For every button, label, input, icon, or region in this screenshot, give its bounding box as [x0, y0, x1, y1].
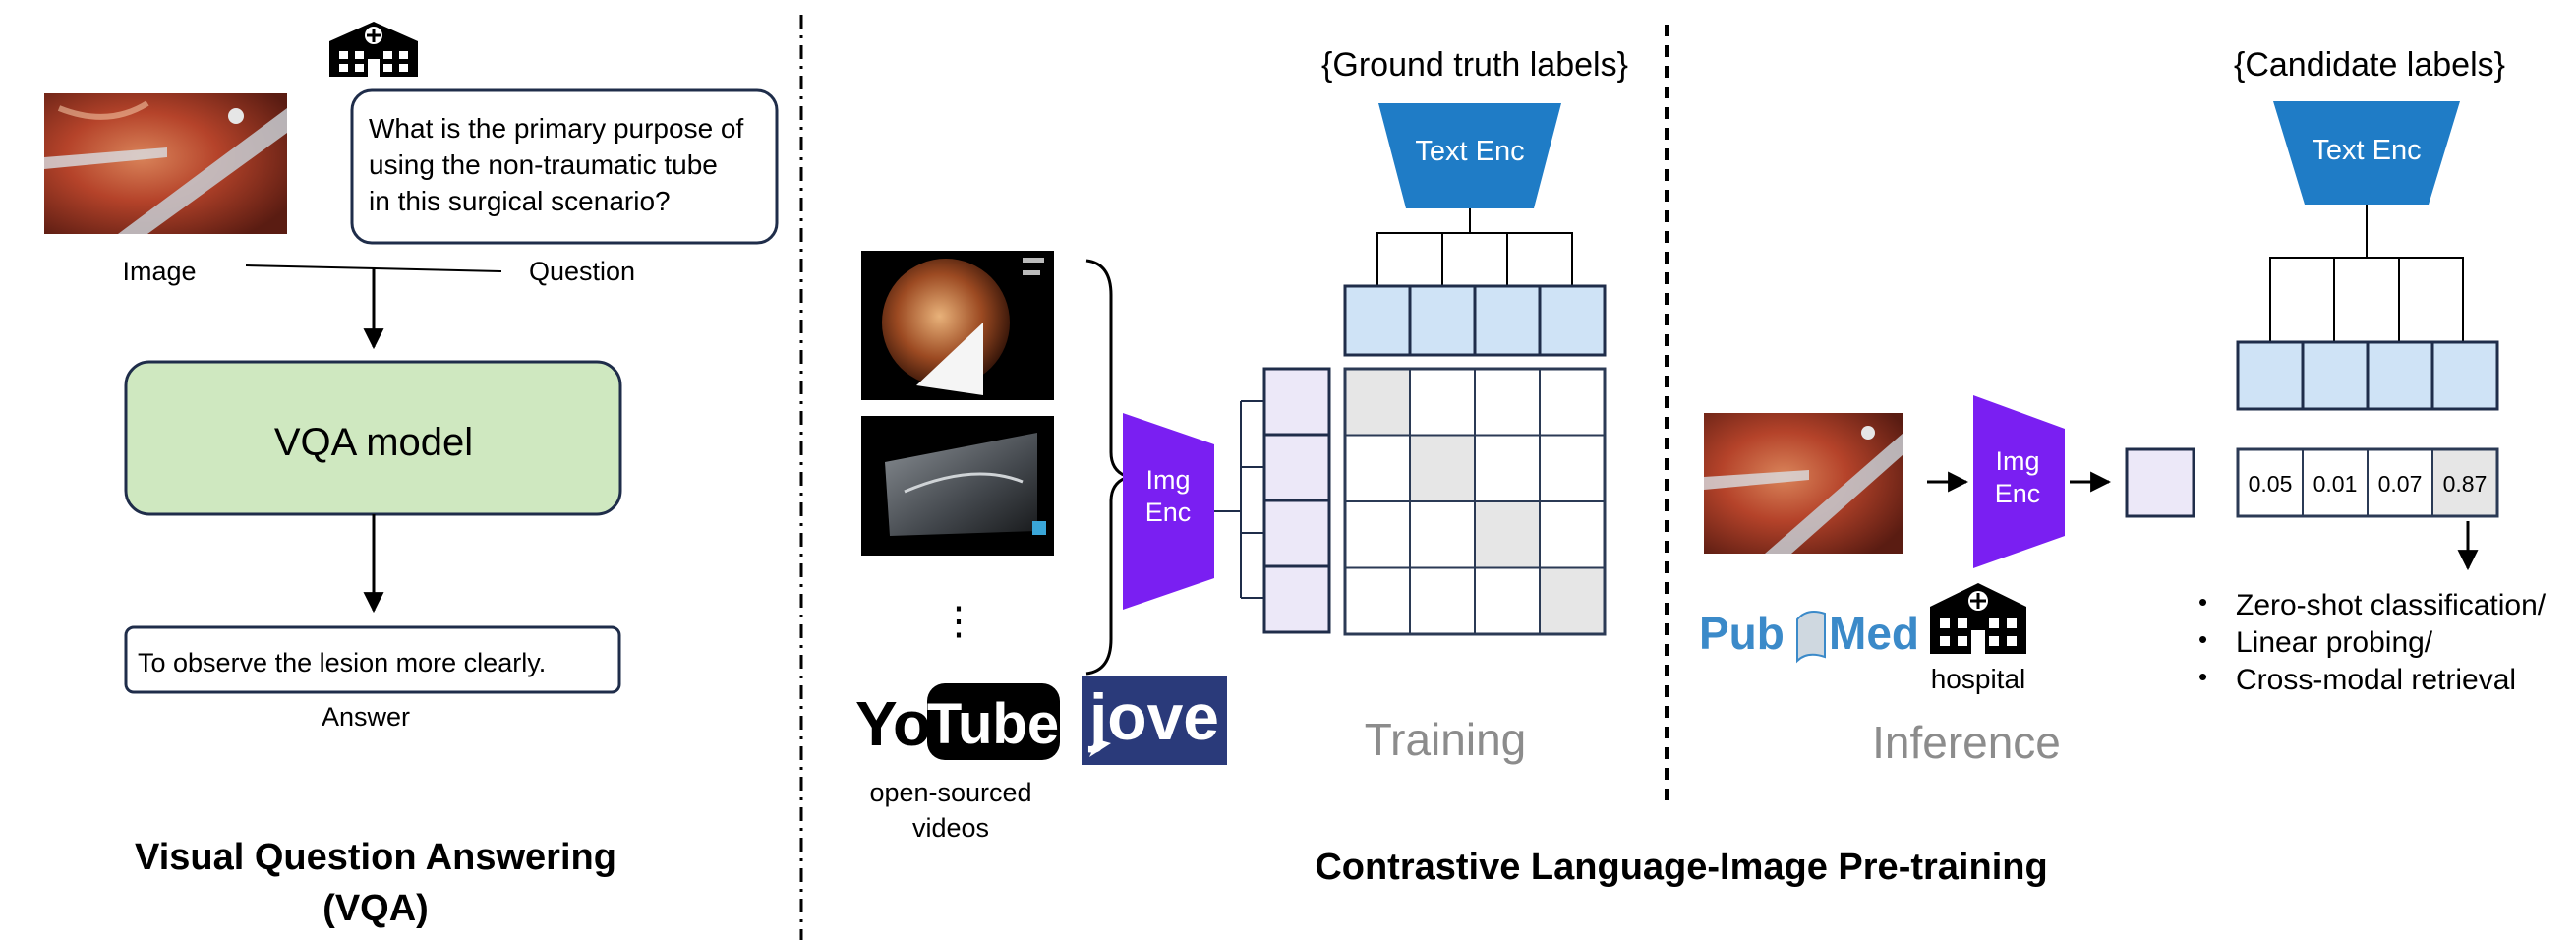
text-tree-inference — [2269, 205, 2464, 343]
endoscopy-frame — [861, 251, 1054, 400]
bullet-2-text: Linear probing/ — [2236, 626, 2433, 659]
text-enc-training-label: Text Enc — [1415, 136, 1524, 167]
youtube-you-text: You — [855, 688, 969, 759]
answer-label: Answer — [322, 702, 410, 732]
inference-label: Inference — [1872, 717, 2061, 768]
jove-text: jove — [1087, 680, 1219, 753]
image-embedding-inference — [2125, 447, 2195, 518]
question-line-2: using the non-traumatic tube — [369, 149, 718, 180]
training-label: Training — [1365, 714, 1526, 765]
frames-ellipsis: ⋮ — [939, 600, 978, 643]
hospital-label: hospital — [1931, 664, 2026, 694]
image-embedding-column-training — [1214, 367, 1331, 634]
videos-label-line-1: open-sourced — [869, 778, 1031, 807]
youtube-logo — [927, 683, 1060, 760]
answer-text: To observe the lesion more clearly. — [138, 648, 546, 677]
jove-logo — [1082, 676, 1227, 765]
answer-box — [124, 625, 621, 694]
surgical-image-inference — [1704, 413, 1903, 554]
clip-title: Contrastive Language-Image Pre-training — [1315, 847, 2047, 888]
candidate-label: {Candidate labels} — [2234, 46, 2505, 84]
pubmed-logo — [1796, 611, 1826, 664]
vqa-model-label: VQA model — [274, 421, 473, 464]
surgical-image — [44, 93, 287, 234]
image-label: Image — [122, 257, 196, 286]
text-tree-training — [1376, 208, 1573, 287]
bullet-3-text: Cross-modal retrieval — [2236, 664, 2516, 696]
question-line-1: What is the primary purpose of — [369, 113, 743, 144]
score-2: 0.01 — [2313, 471, 2358, 497]
youtube-tube-text: Tube — [927, 692, 1059, 756]
text-enc-inference-label: Text Enc — [2312, 135, 2421, 166]
img-enc-training-line-2: Enc — [1145, 498, 1192, 527]
img-enc-inference-line-1: Img — [1995, 446, 2039, 476]
pubmed-pub-text: Pub — [1699, 608, 1785, 659]
similarity-matrix — [1343, 367, 1607, 636]
score-row — [2236, 447, 2499, 518]
videos-label-line-2: videos — [912, 813, 989, 843]
ground-truth-label: {Ground truth labels} — [1321, 46, 1628, 84]
text-enc-inference — [2273, 101, 2460, 205]
text-embedding-row-training — [1343, 284, 1607, 357]
score-4: 0.87 — [2443, 471, 2488, 497]
bullet-2: • — [2198, 624, 2207, 654]
img-enc-training — [1123, 413, 1214, 610]
img-enc-inference — [1973, 395, 2065, 568]
question-box — [350, 88, 779, 245]
score-3: 0.07 — [2378, 471, 2423, 497]
bullet-1-text: Zero-shot classification/ — [2236, 589, 2547, 621]
vqa-title-line-1: Visual Question Answering — [135, 837, 616, 878]
text-embedding-row-inference — [2236, 340, 2499, 411]
question-label: Question — [529, 257, 635, 286]
img-enc-inference-line-2: Enc — [1995, 479, 2041, 508]
pubmed-med-text: Med — [1829, 608, 1919, 659]
vqa-title-line-2: (VQA) — [322, 888, 429, 929]
question-line-3: in this surgical scenario? — [369, 186, 671, 216]
hospital-icon-inference — [1930, 583, 2026, 654]
hospital-icon — [329, 22, 418, 77]
videos-brace — [1085, 259, 1135, 676]
score-1: 0.05 — [2249, 471, 2293, 497]
bullet-3: • — [2198, 662, 2207, 691]
text-enc-training — [1378, 103, 1561, 208]
img-enc-training-line-1: Img — [1145, 465, 1190, 495]
bullet-1: • — [2198, 587, 2207, 617]
ultrasound-frame — [861, 416, 1054, 556]
